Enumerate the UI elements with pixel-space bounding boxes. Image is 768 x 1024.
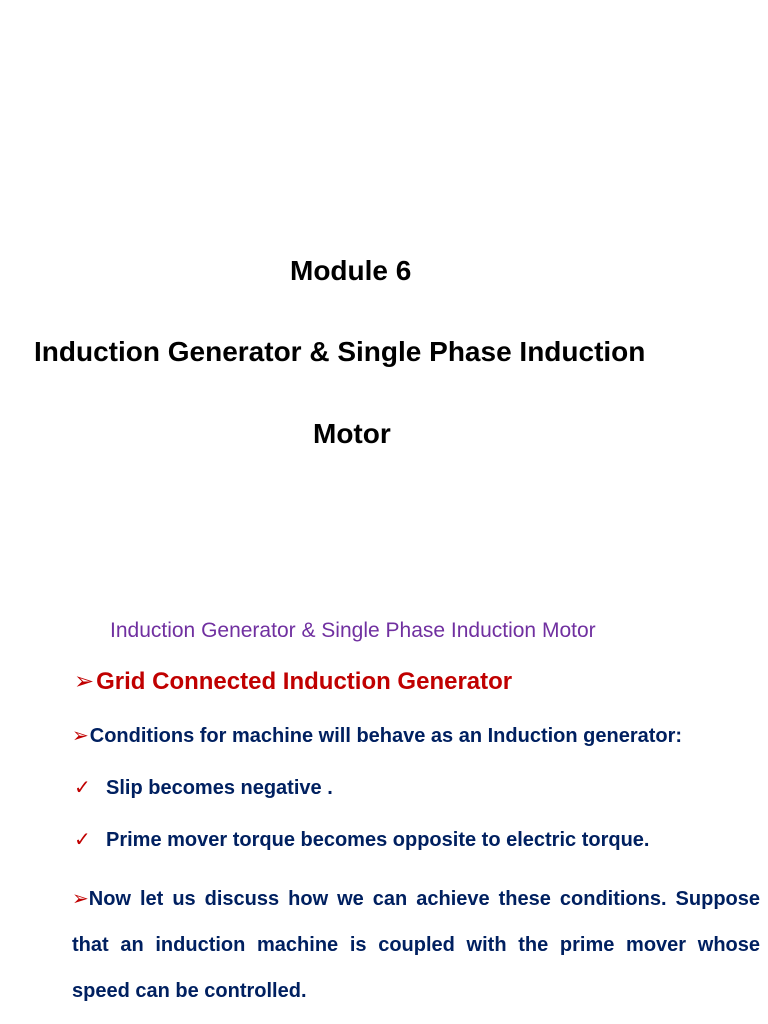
condition-item-text: Slip becomes negative . — [106, 777, 333, 799]
subtitle-line-1: Induction Generator & Single Phase Induc… — [34, 336, 646, 367]
checkmark-icon: ✓ — [74, 829, 91, 851]
content-slide: Induction Generator & Single Phase Induc… — [0, 580, 768, 1024]
arrow-bullet-icon: ➢ — [74, 668, 95, 695]
title-slide: Module 6 Induction Generator & Single Ph… — [34, 255, 646, 449]
arrow-bullet-icon: ➢ — [72, 725, 89, 747]
body-paragraph: ➢Now let us discuss how we can achieve t… — [72, 876, 760, 1014]
body-paragraph-text: Now let us discuss how we can achieve th… — [72, 888, 760, 1002]
section-heading: ➢Grid Connected Induction Generator — [74, 667, 512, 697]
slide-title: Induction Generator & Single Phase Induc… — [110, 619, 596, 642]
condition-item: ✓ Prime mover torque becomes opposite to … — [74, 827, 649, 853]
conditions-text: Conditions for machine will behave as an… — [89, 725, 683, 747]
section-heading-text: Grid Connected Induction Generator — [96, 668, 513, 695]
condition-item-text: Prime mover torque becomes opposite to e… — [106, 829, 650, 851]
conditions-line: ➢Conditions for machine will behave as a… — [72, 723, 682, 749]
module-title: Module 6 — [290, 255, 412, 286]
checkmark-icon: ✓ — [74, 777, 91, 799]
condition-item: ✓ Slip becomes negative . — [74, 775, 333, 801]
subtitle-line-2: Motor — [313, 418, 391, 449]
arrow-bullet-icon: ➢ — [72, 888, 89, 910]
